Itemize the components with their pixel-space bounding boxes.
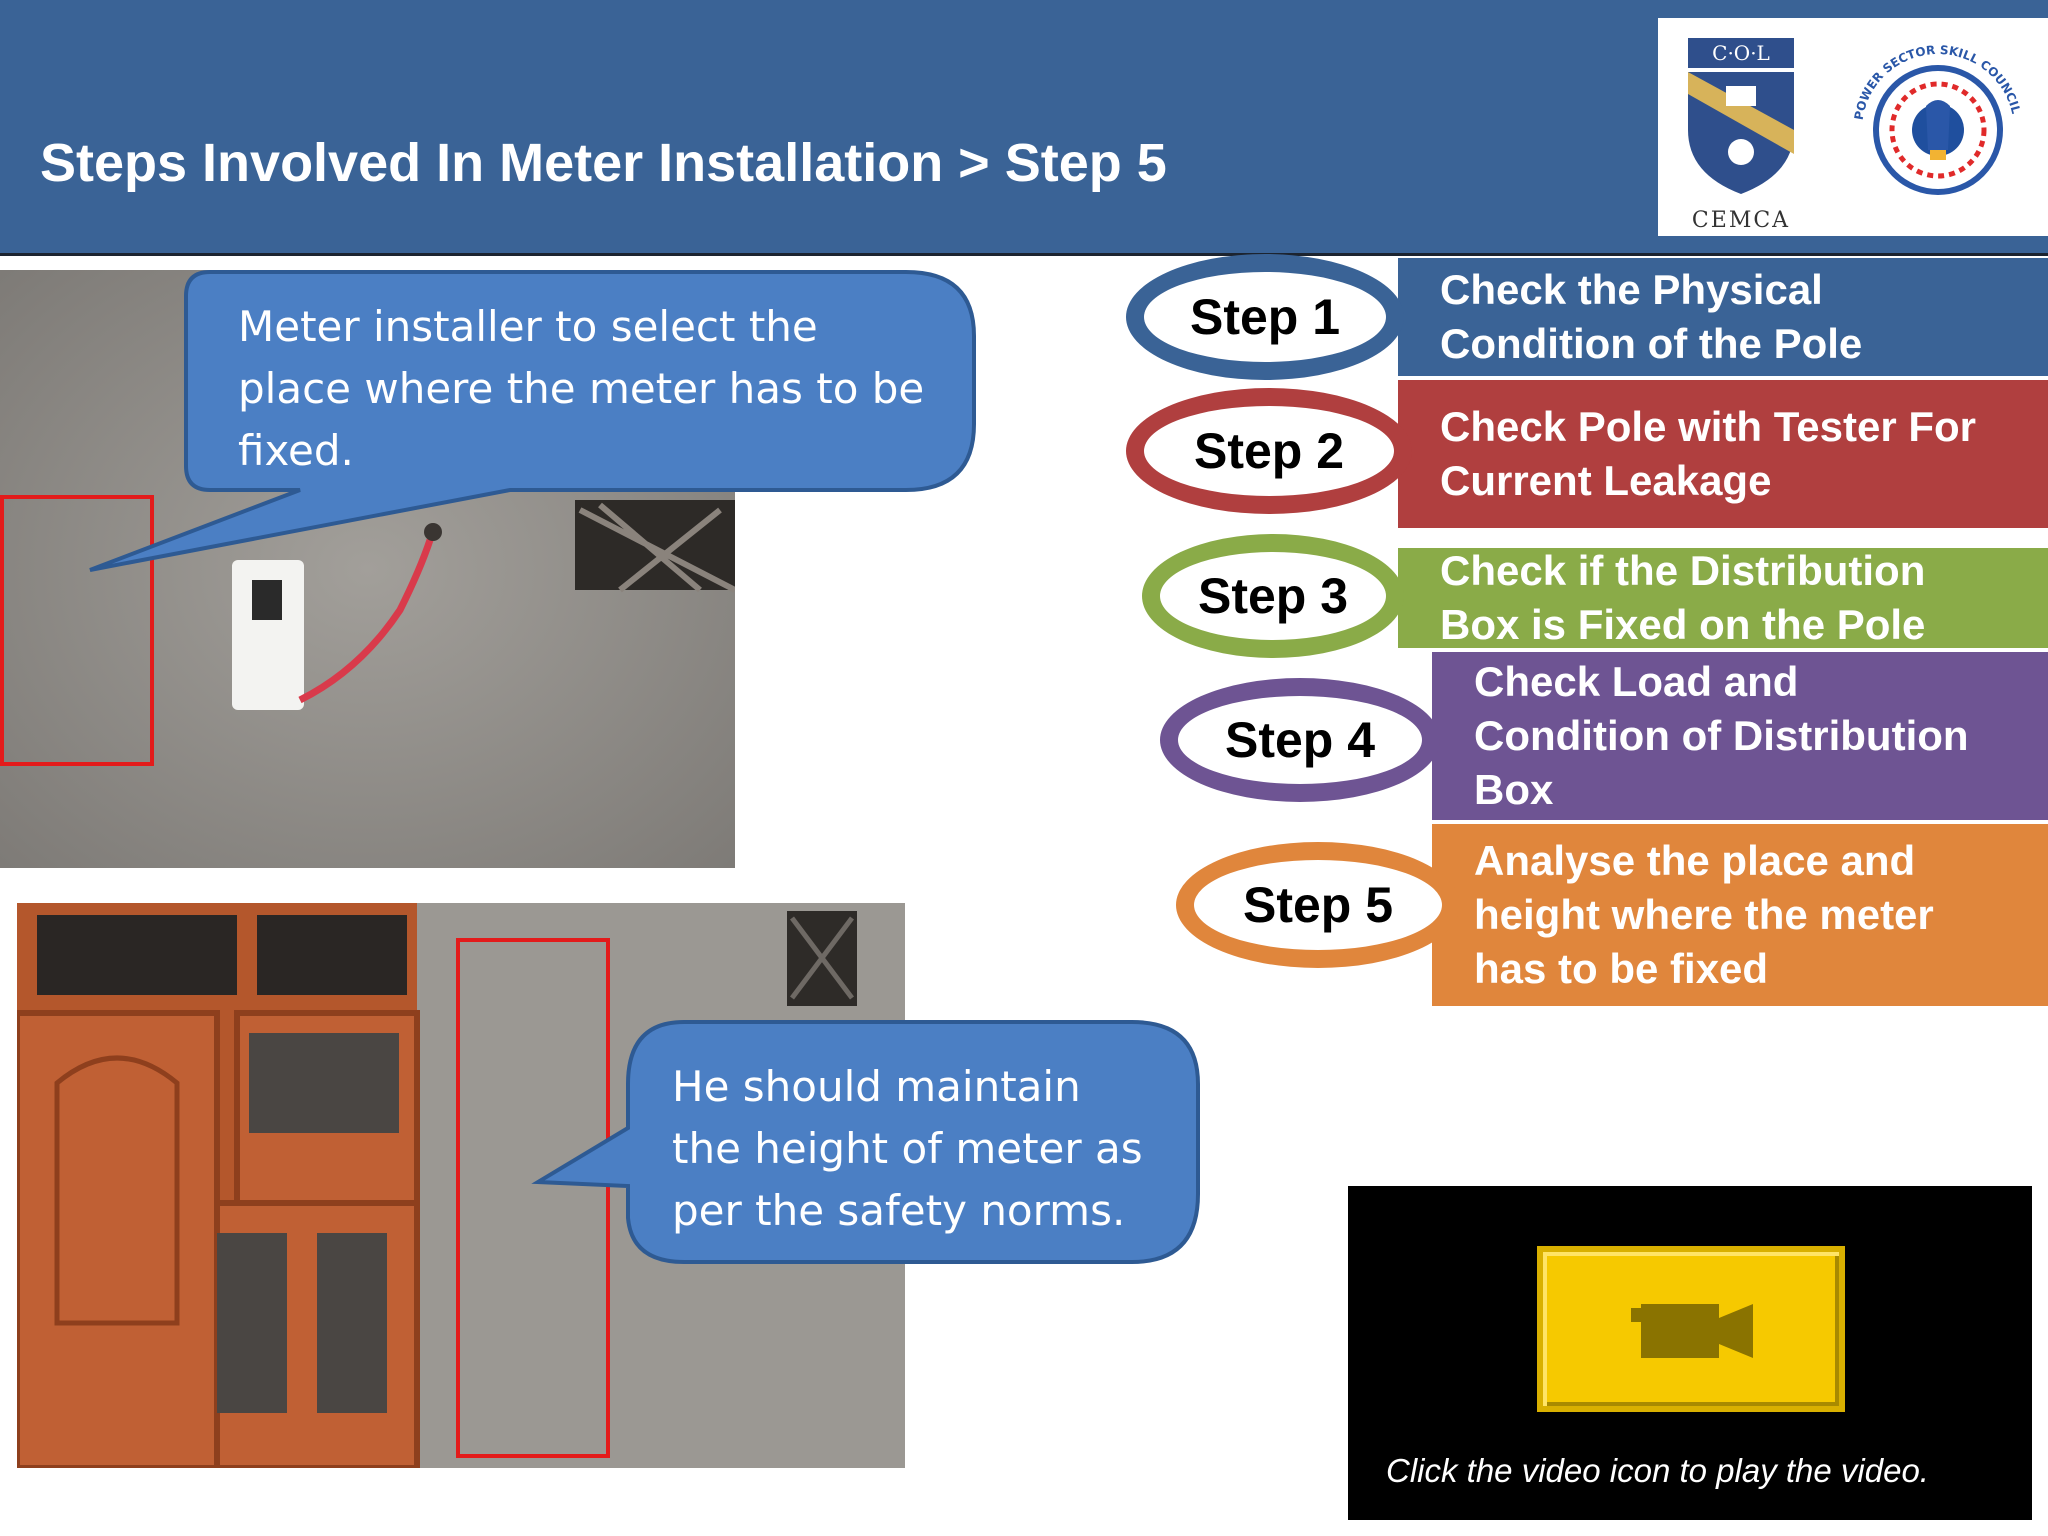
step-5-description: Analyse the place and height where the m… <box>1432 824 2048 1006</box>
callout-line: place where the meter has to be <box>238 364 925 413</box>
step-2-desc-line: Check Pole with Tester For <box>1440 403 1977 450</box>
step-5-desc-line: Analyse the place and <box>1474 837 1916 884</box>
power-sector-skill-council-logo: POWER SECTOR SKILL COUNCIL <box>1852 43 2023 195</box>
video-caption: Click the video icon to play the video. <box>1386 1452 1929 1489</box>
step-3-description: Check if the Distribution Box is Fixed o… <box>1398 547 2048 648</box>
step-3-badge[interactable]: Step 3 <box>1142 534 1404 658</box>
col-logo-text: C·O·L <box>1712 41 1770 65</box>
step-3-label: Step 3 <box>1197 568 1349 624</box>
step-1-description: Check the Physical Condition of the Pole <box>1398 258 2048 376</box>
video-panel: Click the video icon to play the video. <box>1348 1186 2032 1520</box>
callout-maintain-height <box>531 1020 1200 1264</box>
col-cemca-logo: C·O·L CEMCA <box>1688 38 1794 233</box>
step-4-desc-line: Condition of Distribution <box>1474 712 1969 759</box>
step-1-desc-line: Condition of the Pole <box>1440 320 1863 367</box>
step-4-desc-line: Check Load and <box>1474 658 1799 705</box>
video-camera-icon <box>1631 1304 1753 1358</box>
step-3-desc-line: Box is Fixed on the Pole <box>1440 601 1926 648</box>
step-4-label: Step 4 <box>1224 712 1376 768</box>
step-5-desc-line: height where the meter <box>1474 891 1934 938</box>
logo-panel: C·O·L CEMCA POWER SECTOR SKILL COUNCIL <box>1658 18 2048 236</box>
step-2-description: Check Pole with Tester For Current Leaka… <box>1398 380 2048 528</box>
step-5-label: Step 5 <box>1242 877 1394 933</box>
step-2-desc-line: Current Leakage <box>1440 457 1772 504</box>
step-2-label: Step 2 <box>1193 423 1345 479</box>
slide-header: Steps Involved In Meter Installation > S… <box>0 0 2048 256</box>
step-3-desc-line: Check if the Distribution <box>1440 547 1926 594</box>
step-4-badge[interactable]: Step 4 <box>1160 678 1440 802</box>
callout-line: fixed. <box>238 426 354 475</box>
step-2-badge[interactable]: Step 2 <box>1126 388 1412 514</box>
cemca-logo-text: CEMCA <box>1692 208 1790 233</box>
step-1-label: Step 1 <box>1189 289 1341 345</box>
slide-title: Steps Involved In Meter Installation > S… <box>40 133 1167 193</box>
wall-photo-doors-drawing <box>17 903 905 1468</box>
step-1-desc-line: Check the Physical <box>1440 266 1823 313</box>
callout-select-place-text: Meter installer to select the place wher… <box>238 296 924 482</box>
step-5-desc-line: has to be fixed <box>1474 945 1769 992</box>
step-4-description: Check Load and Condition of Distribution… <box>1432 652 2048 820</box>
callout-line: He should maintain <box>672 1062 1081 1111</box>
step-1-badge[interactable]: Step 1 <box>1126 254 1404 380</box>
meter-location-highlight-2 <box>456 938 610 1458</box>
callout-line: per the safety norms. <box>672 1186 1126 1235</box>
callout-line: the height of meter as <box>672 1124 1143 1173</box>
step-5-badge[interactable]: Step 5 <box>1176 842 1460 968</box>
play-video-button[interactable] <box>1537 1246 1845 1412</box>
callout-line: Meter installer to select the <box>238 302 818 351</box>
callout-select-place <box>89 270 976 572</box>
wall-photo-doors <box>17 903 905 1468</box>
step-4-desc-line: Box <box>1474 766 1554 813</box>
mcb-switch <box>232 560 304 710</box>
callout-maintain-height-text: He should maintain the height of meter a… <box>672 1056 1143 1242</box>
meter-location-highlight-1 <box>0 495 154 766</box>
